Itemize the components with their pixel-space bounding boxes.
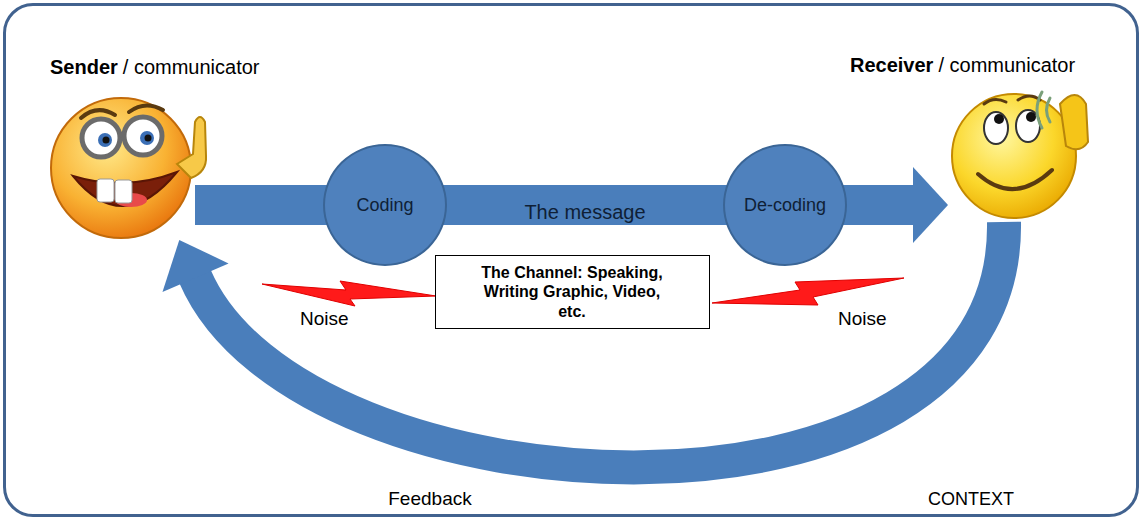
node-label: CONTEXT bbox=[928, 489, 1014, 510]
arrow-shaft bbox=[439, 185, 731, 225]
edge-label: The message bbox=[524, 201, 645, 224]
edge-label: Feedback bbox=[388, 488, 471, 510]
node-subtitle: / communicator bbox=[123, 56, 260, 78]
receiver-node: Receiver/ communicator bbox=[948, 82, 1088, 222]
receiver-smiley bbox=[948, 82, 1088, 222]
arrow-shaft bbox=[195, 222, 1004, 467]
node-label: Receiver/ communicator bbox=[850, 54, 1075, 77]
node-title: The Channel: Speaking, Writing Graphic, … bbox=[480, 263, 665, 321]
noise-bolt bbox=[262, 281, 436, 306]
noise-label: Noise bbox=[300, 308, 349, 330]
sender-smiley bbox=[45, 88, 203, 240]
noise-bolt bbox=[712, 278, 904, 305]
node-title: Coding bbox=[356, 195, 413, 216]
sender-node: Sender/ communicator bbox=[45, 88, 203, 240]
node-title: De-coding bbox=[744, 195, 826, 216]
node-title: Receiver bbox=[850, 54, 933, 76]
node-subtitle: / communicator bbox=[938, 54, 1075, 76]
message-arrow bbox=[195, 205, 331, 206]
message-arrow bbox=[839, 167, 948, 243]
context-frame: CONTEXT Sender/ communicatorCodingDe-cod… bbox=[3, 3, 1139, 517]
coding-circle: Coding bbox=[323, 144, 447, 266]
decoding-circle: De-coding bbox=[723, 144, 847, 266]
arrow-head bbox=[913, 167, 948, 243]
arrow-head bbox=[162, 240, 228, 292]
node-label: Sender/ communicator bbox=[50, 56, 260, 79]
channel-box: The Channel: Speaking, Writing Graphic, … bbox=[435, 255, 710, 329]
node-title: Sender bbox=[50, 56, 118, 78]
arrow-shaft bbox=[195, 185, 331, 225]
feedback-arrow bbox=[162, 222, 1004, 467]
arrow-shaft bbox=[839, 185, 914, 225]
node-title: CONTEXT bbox=[928, 489, 1014, 509]
noise-label: Noise bbox=[838, 308, 887, 330]
